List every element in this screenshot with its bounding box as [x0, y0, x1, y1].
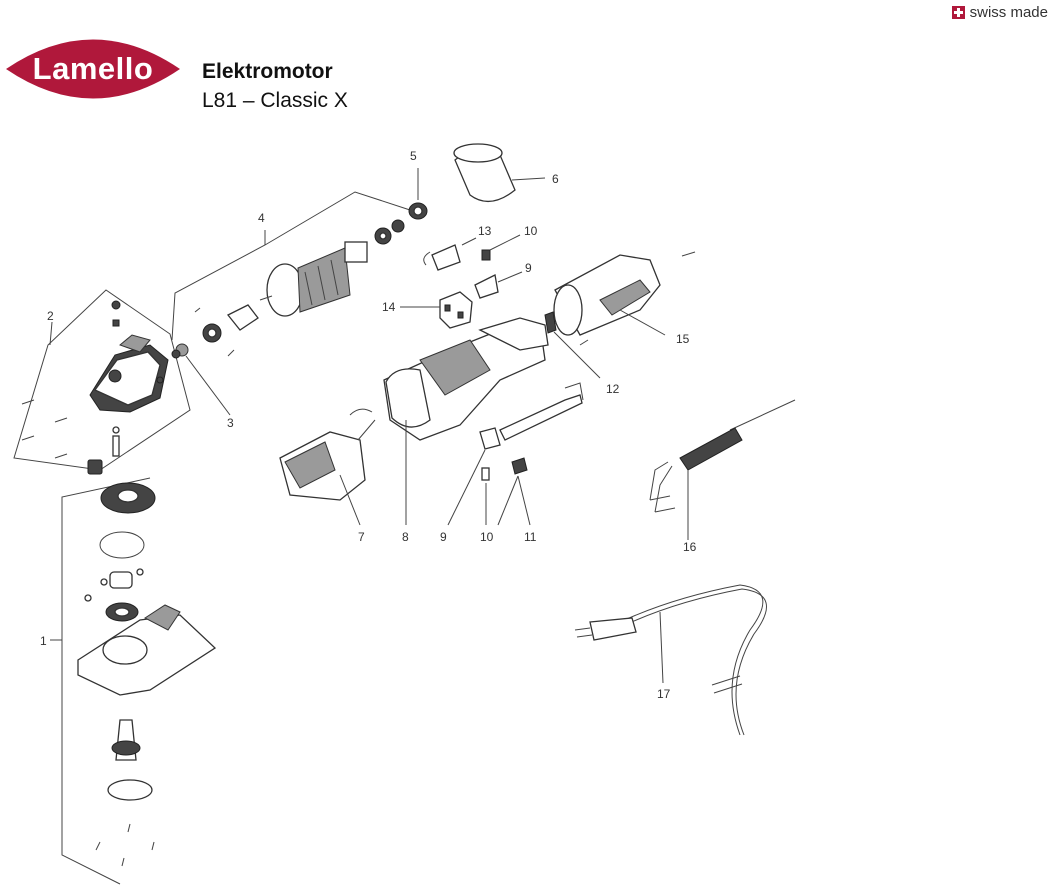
- motor-housing-part: [383, 317, 549, 525]
- switch-module-part: [400, 291, 473, 329]
- cable-part: [649, 399, 796, 540]
- power-cord-part: [574, 584, 767, 736]
- callout-12: 12: [606, 382, 620, 396]
- sleeve-ring-part: [453, 143, 546, 202]
- callout-4: 4: [258, 211, 265, 225]
- callout-16: 16: [683, 540, 697, 554]
- assembly-1-bracket: [50, 477, 151, 885]
- head-housing-part: [21, 300, 169, 475]
- callout-14: 14: [382, 300, 396, 314]
- carbon-brush-part: [481, 234, 521, 261]
- callout-10-lower: 10: [480, 530, 494, 544]
- callout-11: 11: [524, 530, 537, 544]
- bracket-part: [544, 311, 601, 379]
- swiss-made-label: swiss made: [969, 4, 1048, 21]
- callout-9-lower: 9: [440, 530, 447, 544]
- pinion-part: [171, 343, 231, 416]
- callout-1: 1: [40, 634, 47, 648]
- brush-holder-part: [423, 237, 477, 271]
- callout-10-upper: 10: [524, 224, 538, 238]
- brand-logo-text: Lamello: [32, 51, 154, 86]
- assembly-4-bracket: [171, 191, 411, 341]
- page-subtitle: L81 – Classic X: [202, 89, 348, 112]
- brush-spring-part: [474, 271, 523, 299]
- callout-8: 8: [402, 530, 409, 544]
- stator-part: [279, 408, 376, 526]
- screw-icon: [21, 399, 68, 459]
- callout-17: 17: [657, 687, 671, 701]
- callout-3: 3: [227, 416, 234, 430]
- callout-2: 2: [47, 309, 54, 323]
- swiss-made-badge: swiss made: [951, 4, 1048, 21]
- rear-cover-part: [553, 251, 696, 336]
- callout-15: 15: [676, 332, 690, 346]
- armature-part: [194, 219, 405, 357]
- callout-labels: 1 2 3 4 5 6 7 8 9 9 10 10 11 12 13 14 15…: [40, 149, 697, 701]
- callout-13: 13: [478, 224, 492, 238]
- callout-5: 5: [410, 149, 417, 163]
- base-assembly-part: [77, 482, 217, 867]
- switch-lever-part: [447, 382, 584, 526]
- callout-7: 7: [358, 530, 365, 544]
- bearing-part: [408, 168, 428, 220]
- swiss-flag-icon: [951, 6, 965, 19]
- page-title: Elektromotor: [202, 60, 333, 83]
- callout-9-upper: 9: [525, 261, 532, 275]
- brand-logo: Lamello: [4, 28, 182, 110]
- callout-6: 6: [552, 172, 559, 186]
